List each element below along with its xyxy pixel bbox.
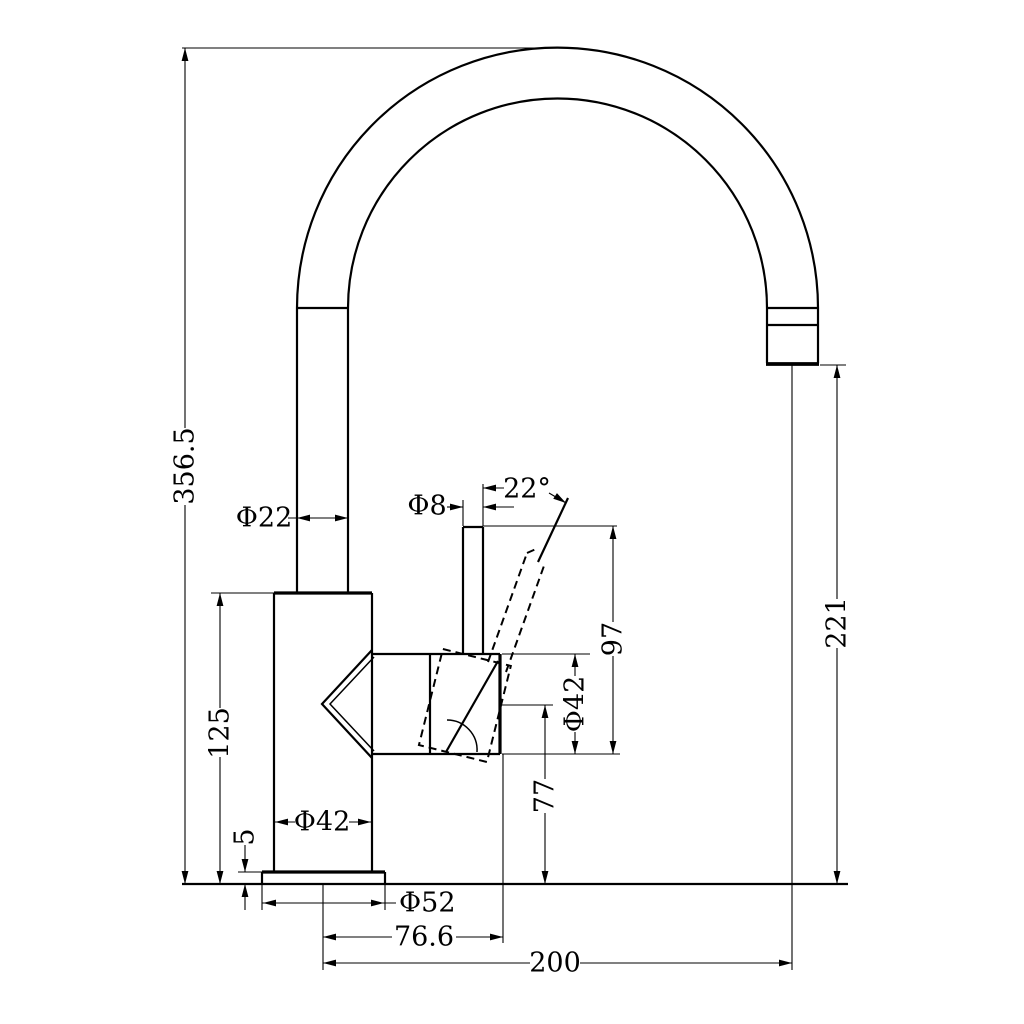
dim-handle-tilt-angle: 22°	[503, 474, 551, 505]
spout-nozzle	[765, 306, 820, 366]
base-flange	[260, 870, 387, 884]
dim-handle-offset: 76.6	[394, 922, 454, 953]
faucet-outline	[182, 46, 848, 886]
handle-housing	[428, 652, 502, 756]
handle-pin	[461, 525, 485, 654]
angle-reference-line	[537, 497, 569, 563]
dim-body-height: 125	[205, 707, 236, 759]
dim-handle-pin-diameter: Φ8	[407, 491, 446, 522]
dim-base-flange-thickness: 5	[230, 828, 261, 845]
dimension-lines	[182, 47, 846, 970]
dim-handle-top-height: 97	[598, 622, 629, 656]
dimension-labels: 356.5 125 5 Φ22 Φ8 22° 97 Φ42 77 221 Φ42…	[170, 427, 853, 978]
dim-base-flange-diameter: Φ52	[399, 888, 456, 919]
dim-spout-reach: 200	[529, 948, 581, 979]
dim-spout-tube-diameter: Φ22	[236, 503, 293, 534]
spout-arc	[295, 46, 820, 309]
dim-outlet-height: 221	[822, 597, 853, 649]
dim-body-diameter: Φ42	[294, 807, 351, 838]
body-column	[272, 591, 374, 872]
neck-joint	[320, 649, 430, 759]
dim-handle-axis-height: 77	[530, 779, 561, 813]
dim-overall-height: 356.5	[170, 427, 201, 504]
riser-tube	[295, 306, 350, 593]
dim-handle-housing-diameter: Φ42	[560, 676, 591, 733]
